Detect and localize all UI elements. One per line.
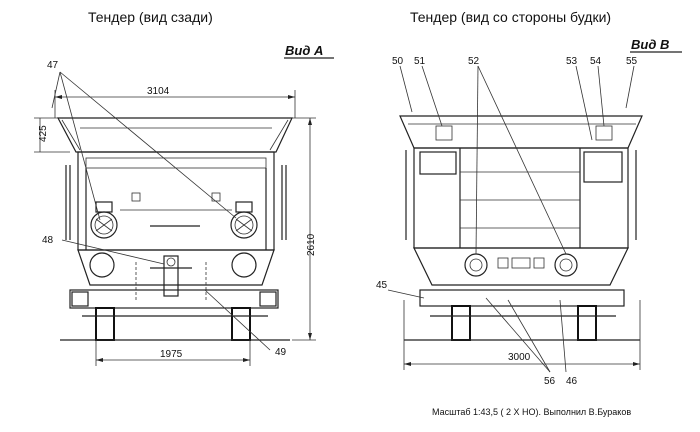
right-title: Тендер (вид со стороны будки) [410,9,611,25]
gauge-left [464,253,488,277]
bogie-frame-front [419,289,625,307]
dim-width-bottom-right: 3000 [508,352,531,363]
callout-54: 54 [590,56,602,67]
lower-frame-front [413,247,629,286]
valve-54 [595,125,613,141]
lower-frame [77,249,275,286]
callout-49: 49 [275,347,287,358]
dim-width-bottom-left: 1975 [160,349,183,360]
callout-46: 46 [566,376,578,387]
tool-box-left [419,151,457,175]
dim-height-total: 2610 [306,233,317,256]
valve-51 [435,125,453,141]
lamp-right [230,201,258,239]
callout-56: 56 [544,376,556,387]
tool-box-right [583,151,623,183]
tender-rear-view: 3104 425 [34,60,317,366]
gauge-right [554,253,578,277]
left-title: Тендер (вид сзади) [88,9,213,25]
lamp-left [90,201,118,239]
view-b-label: Вид В [631,37,669,52]
dim-width-top: 3104 [147,86,170,97]
buffer-right [231,252,257,278]
tank-body-front [413,147,629,249]
wheel-front-left [451,305,471,341]
wheel-right [231,307,251,341]
callout-47: 47 [47,60,59,71]
view-a-label: Вид А [285,43,323,58]
scale-note: Масштаб 1:43,5 ( 2 Х НО). Выполнил В.Бур… [432,407,631,417]
callout-50: 50 [392,56,404,67]
callout-48: 48 [42,235,54,246]
callout-45: 45 [376,280,388,291]
buffer-left [89,252,115,278]
dim-height-top: 425 [38,125,49,142]
callout-51: 51 [414,56,426,67]
wheel-front-right [577,305,597,341]
tank-body [77,151,275,251]
bogie-frame [69,289,279,309]
callout-52: 52 [468,56,480,67]
tender-cab-view: 3000 50 51 52 53 54 55 45 56 46 [376,56,643,387]
control-panel [511,257,531,269]
coal-bunker [57,117,293,153]
wheel-left [95,307,115,341]
coupler [163,255,179,297]
callout-55: 55 [626,56,638,67]
callout-53: 53 [566,56,578,67]
